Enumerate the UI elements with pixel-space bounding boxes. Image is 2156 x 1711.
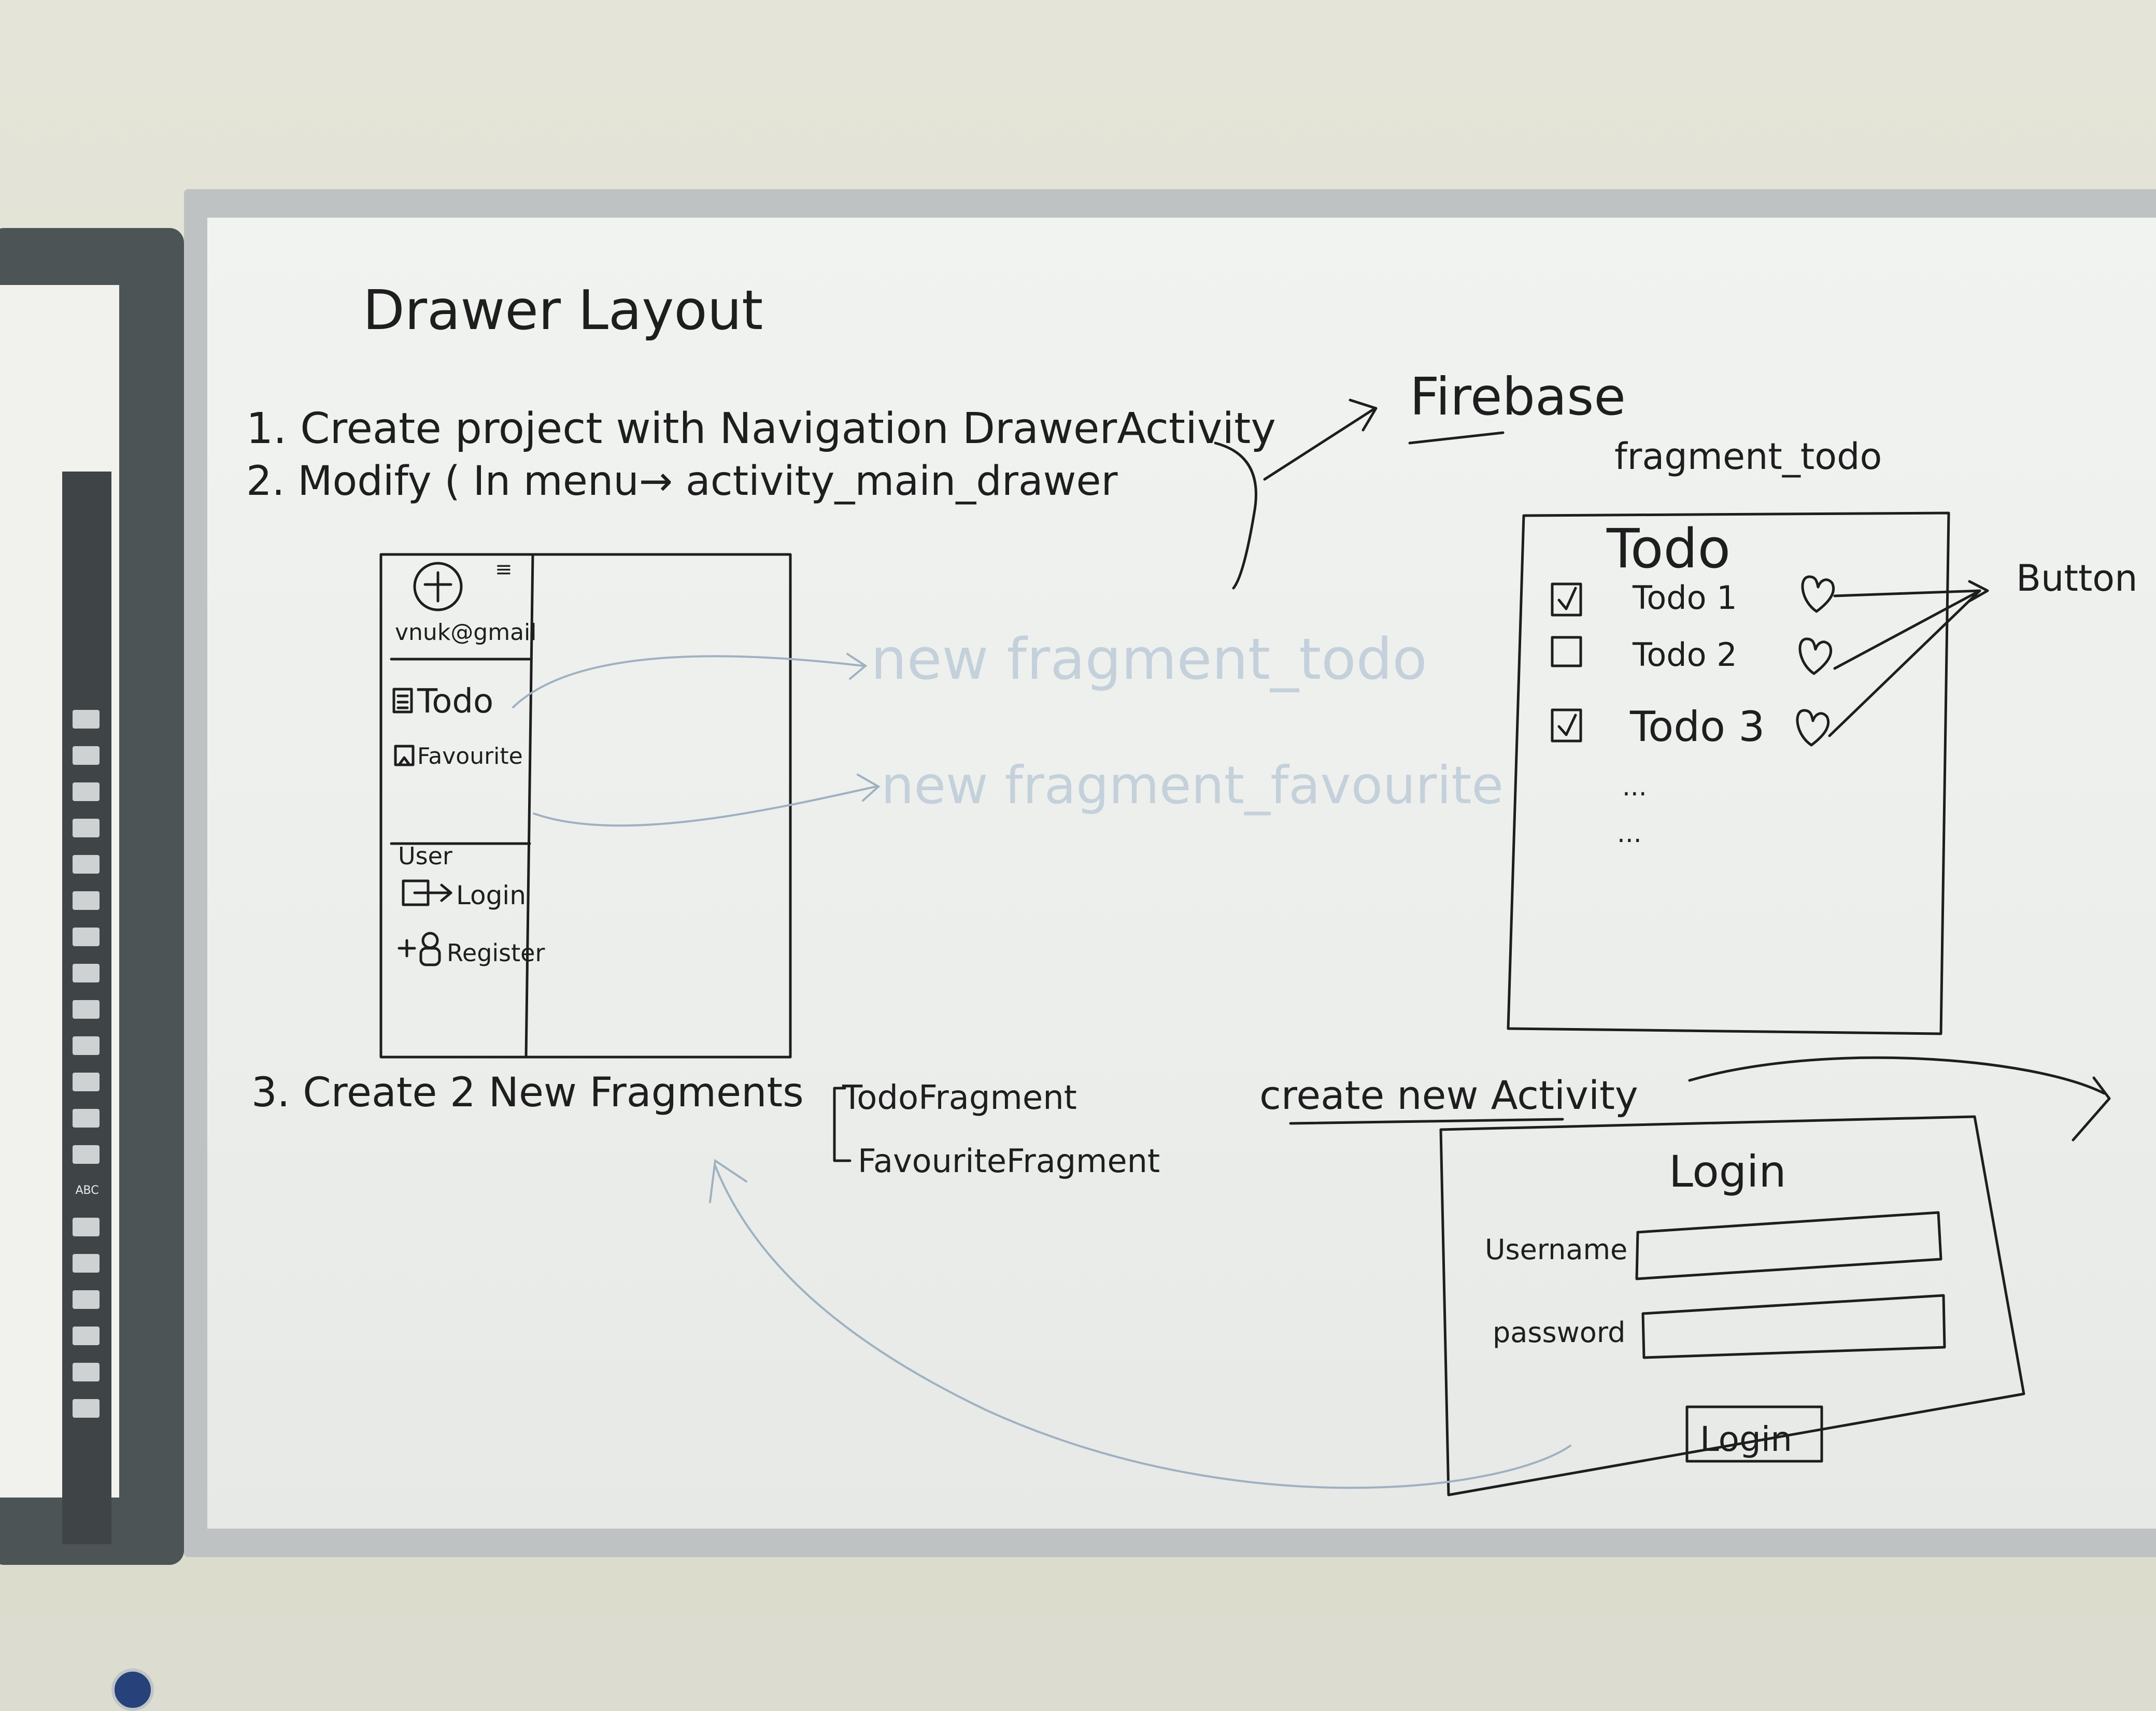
todo-link-arrowhead bbox=[846, 653, 868, 680]
button-arrow bbox=[1833, 589, 1981, 597]
step-3-text: 3. Create 2 New Fragments bbox=[251, 1070, 804, 1116]
login-to-fragments-arrowhead bbox=[709, 1159, 747, 1203]
todo-more-ellipsis: ... bbox=[1617, 818, 1642, 848]
button-arrowhead bbox=[1968, 580, 1989, 603]
pen-tool-icon[interactable] bbox=[73, 928, 100, 946]
toolbar-button[interactable] bbox=[73, 819, 100, 837]
drawer-divider bbox=[524, 553, 534, 1059]
toolbar-button[interactable] bbox=[73, 1290, 100, 1309]
drawer-item-login: Login bbox=[456, 880, 526, 910]
todo-more-ellipsis: ... bbox=[1622, 772, 1647, 802]
todo-item-label: Todo 3 bbox=[1629, 703, 1765, 751]
password-label: password bbox=[1493, 1316, 1625, 1349]
text-tool-label[interactable]: ABC bbox=[75, 1184, 99, 1197]
button-arrow bbox=[1833, 589, 1981, 670]
username-label: Username bbox=[1485, 1233, 1627, 1266]
toolbar-button[interactable] bbox=[73, 710, 100, 729]
todo-sketch-frame bbox=[1507, 511, 1950, 1035]
button-arrow bbox=[1828, 589, 1981, 737]
checkbox-checked-icon bbox=[1551, 582, 1582, 617]
fragment-name-favourite: FavouriteFragment bbox=[858, 1142, 1160, 1180]
firebase-arrowhead bbox=[1349, 398, 1378, 432]
todo-sketch-title: Todo bbox=[1606, 517, 1731, 580]
checkbox-checked-icon bbox=[1551, 708, 1582, 743]
drawer-item-favourite: Favourite bbox=[417, 743, 523, 769]
pen-tool-icon[interactable] bbox=[73, 1000, 100, 1019]
drawer-group-user: User bbox=[398, 842, 452, 870]
login-sketch-frame bbox=[1439, 1115, 2025, 1496]
favourite-link-arrowhead bbox=[857, 774, 881, 802]
brace-mark bbox=[1214, 441, 1257, 590]
step-1-text: 1. Create project with Navigation Drawer… bbox=[246, 404, 1276, 453]
login-to-fragments-curve bbox=[714, 1165, 1571, 1489]
pen-tool-icon[interactable] bbox=[73, 1073, 100, 1091]
pen-tool-icon[interactable] bbox=[73, 964, 100, 982]
todo-item-label: Todo 1 bbox=[1632, 579, 1737, 617]
new-fragment-favourite-note: new fragment_favourite bbox=[881, 755, 1503, 816]
create-activity-note: create new Activity bbox=[1259, 1072, 1638, 1118]
heart-icon bbox=[1801, 575, 1835, 613]
toolbar-button[interactable] bbox=[73, 746, 100, 765]
new-fragment-todo-note: new fragment_todo bbox=[871, 626, 1427, 692]
drawer-item-todo: Todo bbox=[417, 682, 493, 721]
brand-logo-icon bbox=[111, 1669, 154, 1711]
add-user-icon bbox=[398, 932, 441, 966]
avatar-icon bbox=[413, 562, 463, 611]
firebase-note: Firebase bbox=[1410, 366, 1626, 427]
favourite-link-arrow bbox=[533, 786, 877, 827]
heart-icon bbox=[1796, 709, 1830, 747]
firebase-arrow bbox=[1263, 408, 1375, 481]
drawer-item-register: Register bbox=[447, 939, 545, 967]
checkbox-empty-icon bbox=[1551, 636, 1582, 667]
username-input-sketch bbox=[1635, 1211, 1942, 1280]
todo-sketch-caption: fragment_todo bbox=[1614, 435, 1882, 478]
smartboard-toolbar: ABC bbox=[62, 472, 111, 1544]
menu-glyph: ≡ bbox=[495, 558, 513, 581]
fragment-bracket bbox=[833, 1087, 852, 1162]
continuation-brace bbox=[2072, 1076, 2111, 1142]
firebase-underline bbox=[1408, 431, 1505, 445]
todo-item-label: Todo 2 bbox=[1632, 636, 1737, 674]
step-2-text: 2. Modify ( In menu→ activity_main_drawe… bbox=[246, 458, 1118, 505]
heart-icon bbox=[1798, 637, 1833, 675]
whiteboard-surface bbox=[207, 218, 2156, 1529]
button-note: Button bbox=[2016, 557, 2137, 600]
toolbar-button[interactable] bbox=[73, 855, 100, 874]
activity-underline bbox=[1289, 1118, 1564, 1125]
pen-tool-icon[interactable] bbox=[73, 1036, 100, 1055]
drawer-email: vnuk@gmail bbox=[395, 619, 537, 646]
side-whiteboard: ABC bbox=[0, 228, 184, 1711]
login-icon bbox=[402, 879, 452, 906]
toolbar-button[interactable] bbox=[73, 782, 100, 801]
password-input-sketch bbox=[1641, 1294, 1946, 1359]
list-icon bbox=[392, 688, 413, 714]
toolbar-button[interactable] bbox=[73, 1218, 100, 1236]
page-title: Drawer Layout bbox=[363, 279, 763, 342]
todo-link-arrow bbox=[512, 655, 864, 708]
fill-tool-icon[interactable] bbox=[73, 1145, 100, 1164]
toolbar-button[interactable] bbox=[73, 1327, 100, 1345]
bookmark-icon bbox=[394, 745, 415, 766]
fragment-name-todo: TodoFragment bbox=[842, 1079, 1077, 1117]
toolbar-button[interactable] bbox=[73, 891, 100, 910]
toolbar-button[interactable] bbox=[73, 1399, 100, 1418]
toolbar-button[interactable] bbox=[73, 1363, 100, 1381]
login-sketch-title: Login bbox=[1669, 1146, 1786, 1197]
login-button-sketch bbox=[1685, 1405, 1823, 1463]
whiteboard-drawing: Drawer Layout 1. Create project with Nav… bbox=[246, 279, 2137, 1496]
login-button-label: Login bbox=[1700, 1419, 1792, 1459]
toolbar-button[interactable] bbox=[73, 1254, 100, 1273]
eraser-tool-icon[interactable] bbox=[73, 1109, 100, 1128]
continuation-curve bbox=[1688, 1056, 2106, 1095]
